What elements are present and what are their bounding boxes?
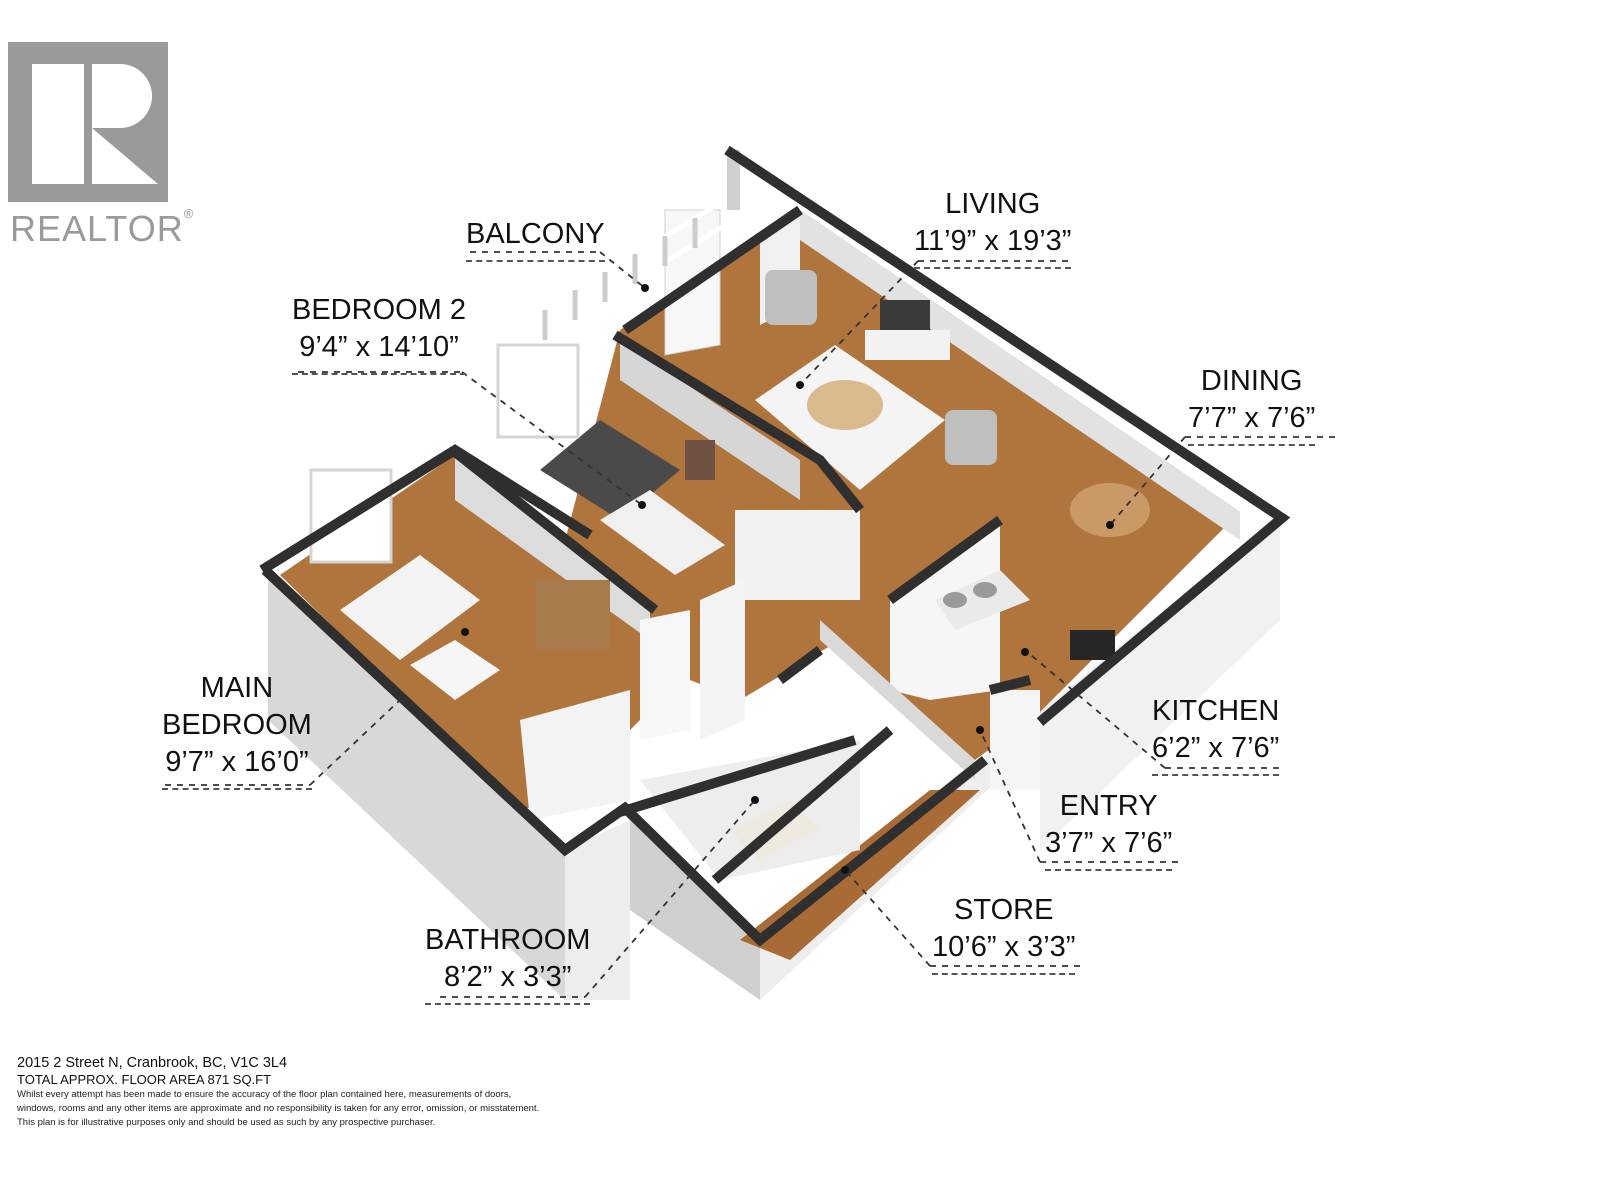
room-name: BEDROOM 2	[292, 294, 467, 326]
realtor-wordmark: REALTOR®	[10, 206, 195, 249]
label-underline	[932, 967, 1076, 975]
room-dimensions: 11’9” x 19’3”	[914, 225, 1072, 257]
room-label-living: LIVING 11’9” x 19’3”	[914, 186, 1072, 269]
room-name: BALCONY	[466, 218, 605, 250]
room-dimensions: 3’7” x 7’6”	[1045, 827, 1173, 859]
label-underline	[914, 261, 1072, 269]
disclaimer-line-3: This plan is for illustrative purposes o…	[17, 1117, 436, 1128]
room-name-line1: MAIN	[200, 672, 274, 704]
room-dimensions: 9’7” x 16’0”	[165, 746, 309, 778]
room-name: STORE	[954, 894, 1054, 926]
realtor-logo-mark	[8, 42, 168, 202]
room-name-line2: BEDROOM	[162, 709, 312, 741]
room-markers	[461, 284, 1114, 874]
label-underline	[1045, 863, 1173, 871]
label-underline	[466, 254, 605, 262]
furniture	[340, 209, 1150, 860]
label-underline	[162, 782, 312, 790]
room-dimensions: 9’4” x 14’10”	[299, 331, 459, 363]
interior-walls	[455, 210, 1240, 880]
room-dimensions: 10’6” x 3’3”	[932, 931, 1076, 963]
room-dimensions: 7’7” x 7’6”	[1188, 402, 1316, 434]
room-dimensions: 8’2” x 3’3”	[444, 961, 572, 993]
room-label-bedroom-2: BEDROOM 2 9’4” x 14’10”	[292, 292, 467, 375]
room-name: DINING	[1200, 365, 1303, 397]
label-underline	[1188, 438, 1316, 446]
total-floor-area: TOTAL APPROX. FLOOR AREA 871 SQ.FT	[17, 1072, 272, 1087]
label-underline	[425, 997, 591, 1005]
label-underline	[1152, 768, 1280, 776]
room-label-bathroom: BATHROOM 8’2” x 3’3”	[425, 922, 591, 1005]
room-label-entry: ENTRY 3’7” x 7’6”	[1045, 788, 1173, 871]
room-label-store: STORE 10’6” x 3’3”	[932, 892, 1076, 975]
property-address: 2015 2 Street N, Cranbrook, BC, V1C 3L4	[17, 1055, 288, 1071]
room-name: KITCHEN	[1152, 695, 1280, 727]
exterior-walls	[268, 150, 1280, 1000]
label-underline	[292, 367, 467, 375]
wall-tops	[259, 145, 1291, 947]
disclaimer-line-1: Whilst every attempt has been made to en…	[17, 1089, 512, 1100]
leader-lines	[165, 251, 1335, 998]
disclaimer-line-2: windows, rooms and any other items are a…	[17, 1103, 540, 1114]
room-dimensions: 6’2” x 7’6”	[1152, 732, 1280, 764]
balcony-railing	[528, 197, 727, 348]
room-label-balcony: BALCONY	[466, 216, 605, 262]
realtor-r-icon	[8, 42, 168, 202]
room-label-main-bedroom: MAIN BEDROOM 9’7” x 16’0”	[162, 670, 312, 790]
room-name: LIVING	[945, 188, 1041, 220]
room-label-kitchen: KITCHEN 6’2” x 7’6”	[1152, 693, 1280, 776]
plan-footer: 2015 2 Street N, Cranbrook, BC, V1C 3L4 …	[17, 1054, 539, 1130]
room-name: BATHROOM	[425, 924, 591, 956]
room-name: ENTRY	[1059, 790, 1158, 822]
room-label-dining: DINING 7’7” x 7’6”	[1188, 363, 1316, 446]
